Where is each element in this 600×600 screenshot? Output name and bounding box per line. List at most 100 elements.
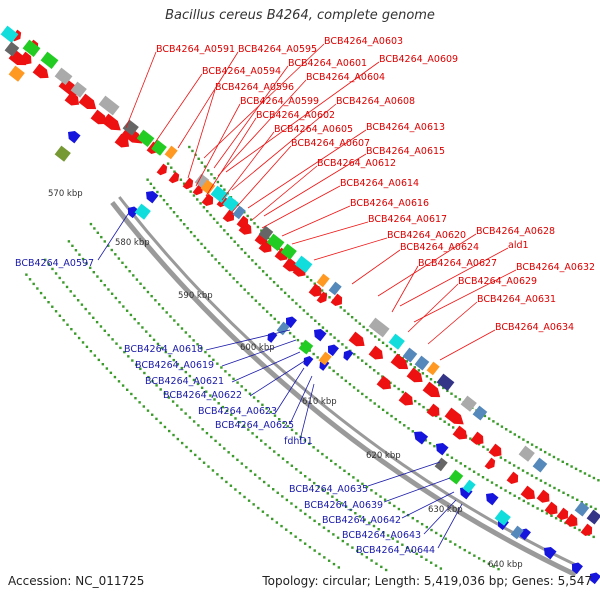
scale-dot [285,528,288,531]
forward-label-leader [177,51,239,149]
scale-dot [132,274,135,277]
label-leader-lines [97,43,517,549]
gene-block-shape [266,233,285,251]
scale-dot [585,503,588,506]
forward-gene-label: BCB4264_A0631 [477,294,556,305]
scale-dot [155,417,158,421]
forward-gene-label: BCB4264_A0615 [366,146,445,157]
scale-dot [210,254,214,257]
scale-dot [77,336,81,340]
scale-dot [207,465,210,468]
scale-dot [374,335,377,338]
scale-dot [103,283,106,287]
forward-cds-arrow-shape [282,257,298,272]
forward-cds-arrow [398,391,414,406]
forward-label-leader [205,117,257,197]
forward-gene-label: BCB4264_A0627 [418,258,497,269]
scale-dot [159,194,162,198]
gene-block [426,361,440,376]
gene-block [164,145,178,160]
scale-dot [225,409,229,413]
scale-dot [393,384,396,388]
reverse-gene-label: BCB4264_A0643 [342,530,421,541]
scale-dot [89,222,93,226]
scale-dot [285,498,289,502]
scale-dot [230,413,233,416]
forward-cds-arrow [470,431,484,445]
scale-dot [150,294,153,298]
scale-dot [386,411,389,415]
scale-dot [497,567,500,571]
backbone-inner-line [118,196,581,569]
scale-dot [313,519,316,523]
scale-dot [244,251,247,255]
scale-dot [188,335,191,338]
gene-block [276,321,290,336]
gene-block-shape [586,509,600,525]
scale-dot [344,379,348,383]
forward-cds-arrow [330,293,343,307]
scale-dot [347,312,350,316]
scale-dot [398,421,402,424]
forward-label-leader [231,103,337,191]
scale-dot [361,482,364,486]
reverse-label-leader [97,213,129,261]
reverse-cds-arrow-shape [146,191,159,204]
scale-dot [425,558,428,561]
forward-label-leader [263,153,367,217]
gene-block [298,339,314,355]
forward-cds-arrow [222,209,235,223]
scale-dot [539,448,542,451]
reverse-label-leader [401,491,455,519]
scale-label: 640 kbp [488,560,523,570]
scale-dot [332,369,335,373]
scale-dot [304,512,307,516]
scale-dot [176,323,180,326]
scale-dot [152,186,156,190]
scale-dot [208,354,211,358]
scale-dot [216,221,219,224]
scale-dot [97,358,101,362]
forward-label-leader [313,237,388,261]
scale-dot [535,476,538,480]
scale-dot [579,469,582,473]
scale-dot [303,542,307,545]
forward-cds-arrow-shape [330,293,343,307]
scale-label: 620 kbp [366,451,401,461]
scale-dot [522,438,525,441]
scale-dot [339,306,342,309]
scale-dot [257,399,260,403]
scale-dot [204,350,207,354]
scale-dot [205,431,209,435]
backbone-outer-line [110,200,577,578]
scale-dot [329,459,333,463]
scale-dot [308,478,311,481]
reverse-cds-arrow [436,443,449,456]
gene-block-shape [460,395,477,412]
scale-dot [255,435,259,439]
scale-dot [571,496,574,499]
forward-cds-arrow [376,375,392,390]
scale-dot [583,472,587,475]
forward-cds-arrow-shape [316,291,328,304]
scale-dot [407,427,410,430]
scale-dot [103,240,106,243]
scale-dot [176,362,179,366]
gene-block-shape [276,321,290,336]
forward-cds-arrow-shape [78,93,97,110]
scale-dot [430,528,433,532]
scale-dot [67,240,71,243]
scale-dot [588,474,591,477]
scale-dot [401,543,404,546]
gene-block [368,317,390,338]
scale-dot [198,457,201,461]
scale-dot [254,262,258,266]
scale-dot [167,396,171,399]
scale-dot [377,372,380,375]
scale-dot [433,380,437,384]
gene-block-shape [388,333,405,350]
scale-dot [100,235,103,239]
forward-cds-arrow [544,501,558,515]
forward-cds-arrow-shape [18,51,32,65]
